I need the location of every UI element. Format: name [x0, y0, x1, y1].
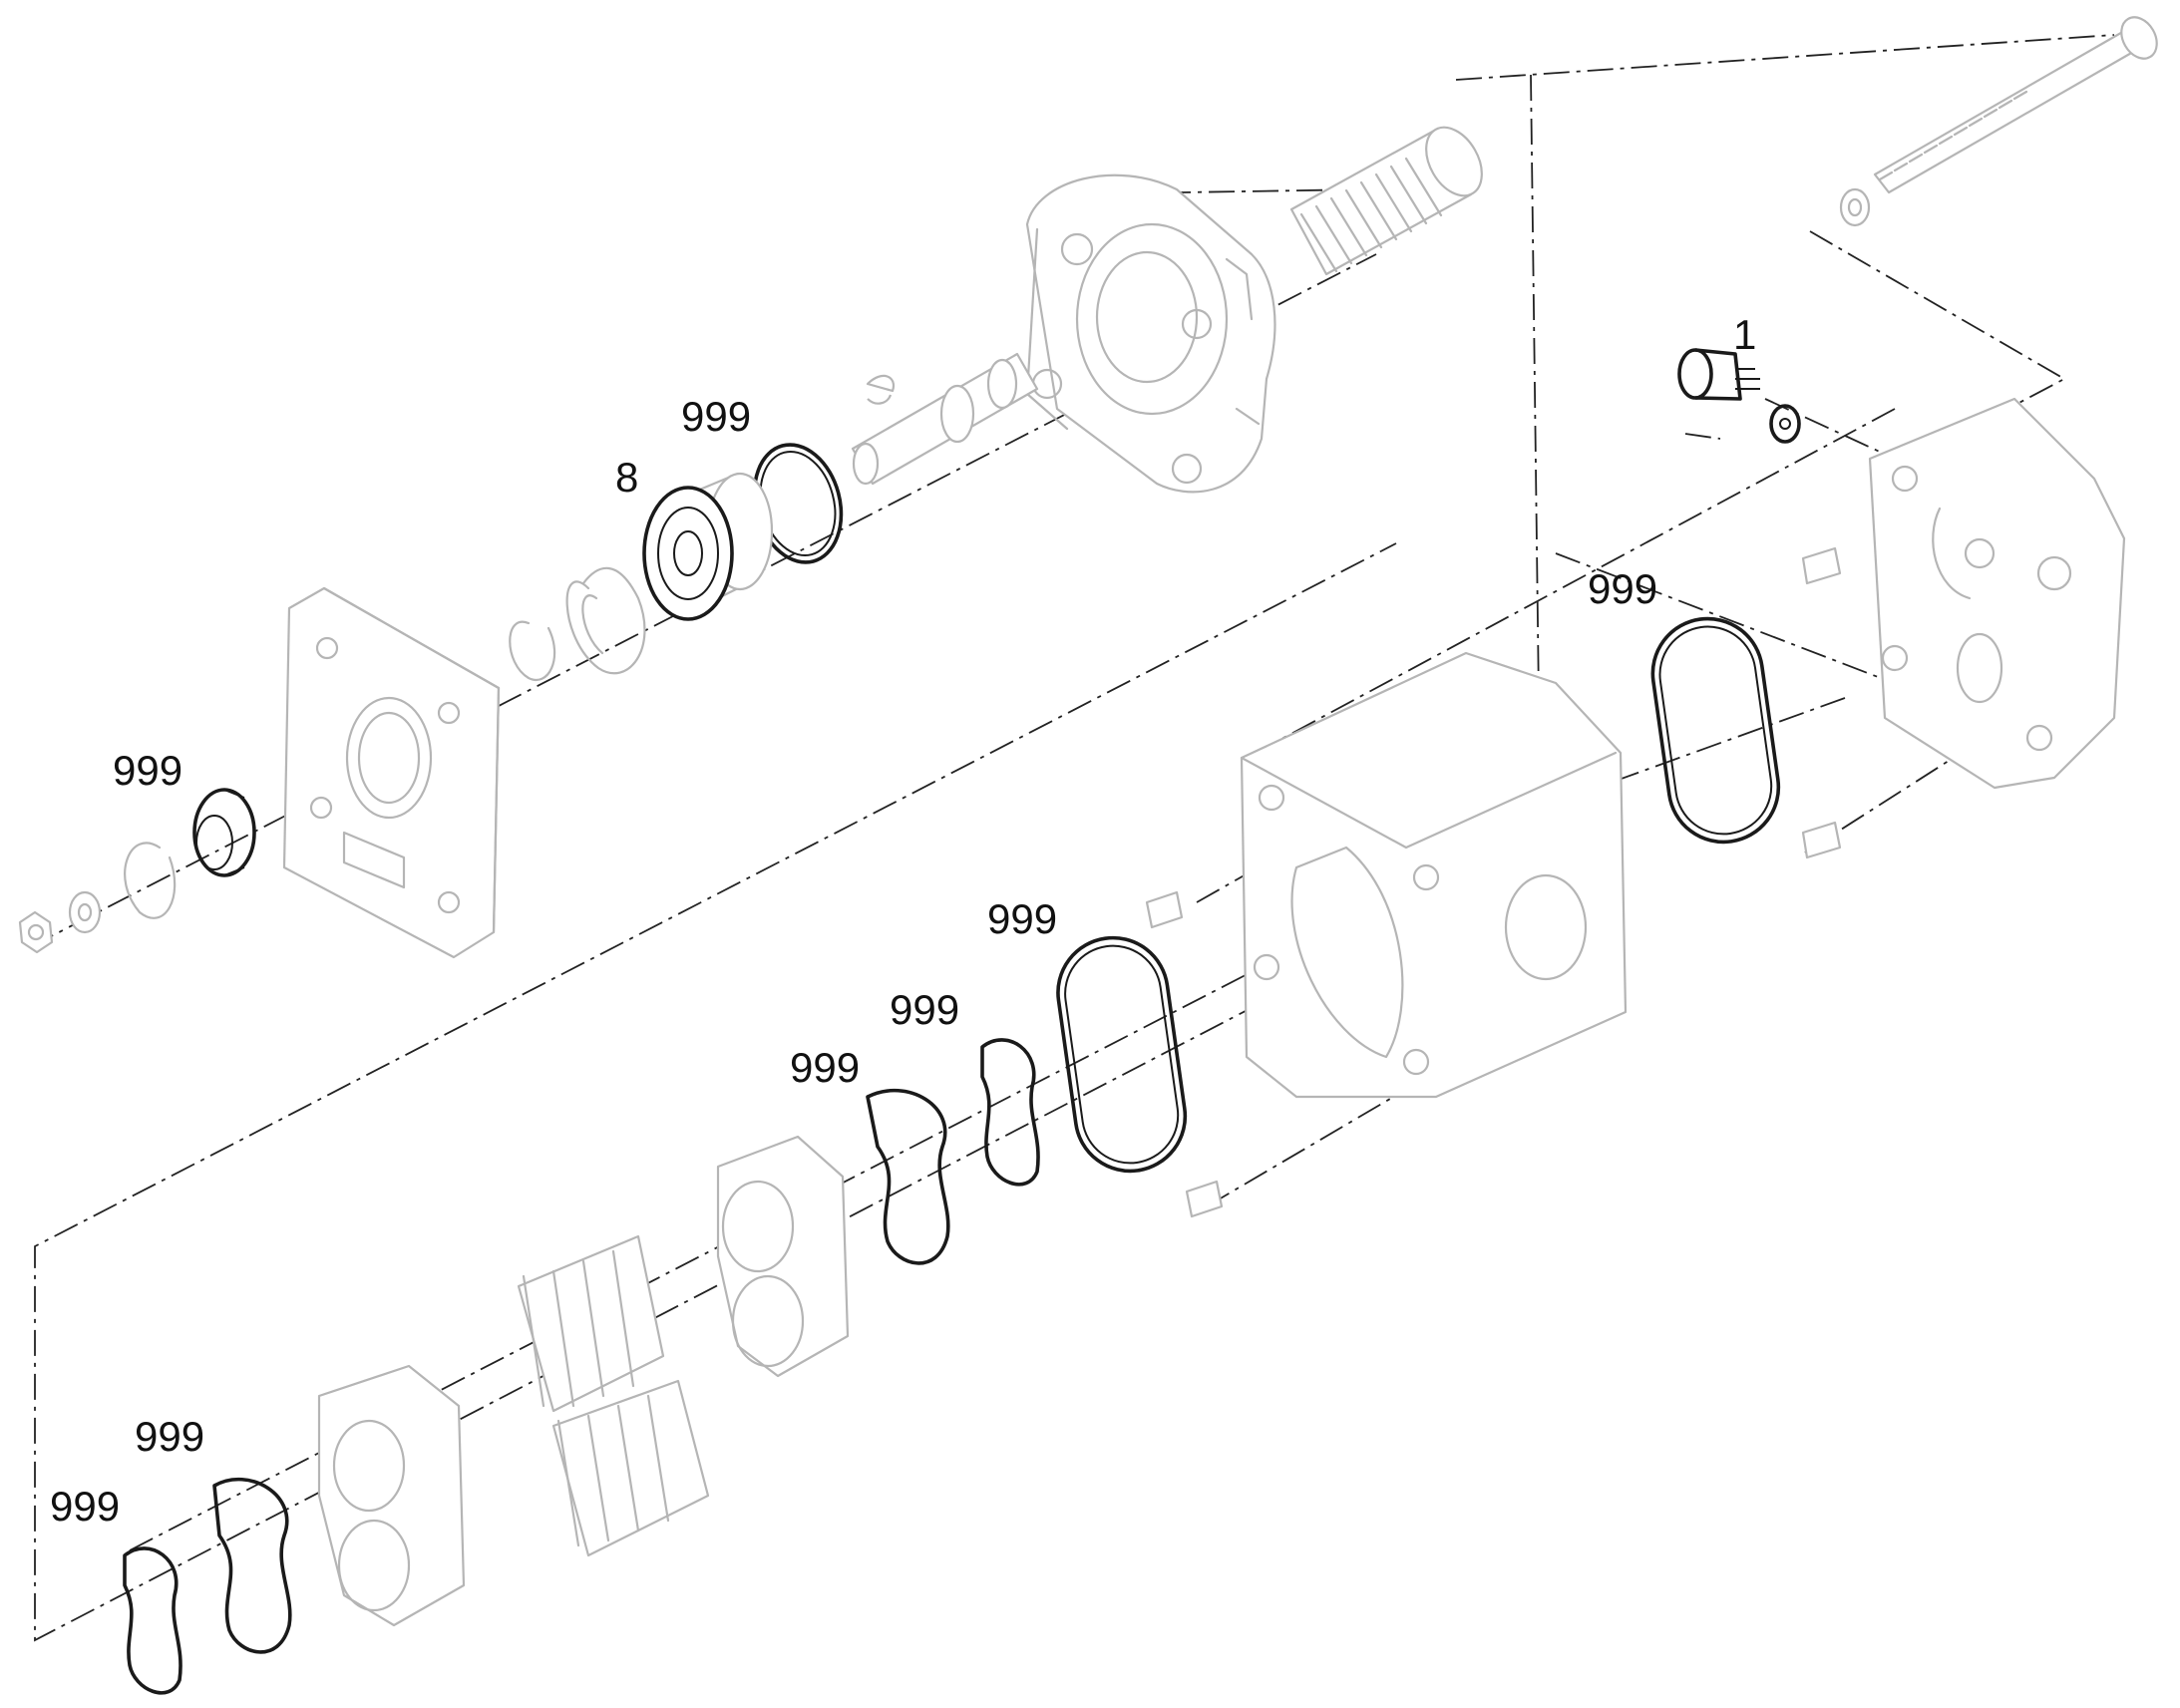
drive-gear [517, 1234, 665, 1413]
callout-1: 1 [1733, 311, 1756, 358]
washer-nut [68, 890, 102, 934]
callout-999-right-oring: 999 [1588, 565, 1657, 612]
dowel-pins-right [1801, 546, 1842, 859]
circlip [124, 842, 177, 919]
callout-999-body-oring: 999 [987, 895, 1057, 942]
callout-999-shaft-seal: 999 [113, 747, 182, 794]
shaft-seal [192, 788, 256, 877]
rear-cover [1868, 397, 2126, 790]
splined-shaft [1289, 126, 1483, 276]
callout-999-backup-seal-2: 999 [50, 1483, 120, 1530]
bearing-block-rear [317, 1364, 466, 1627]
callouts: 1 8 999 999 999 999 999 999 999 999 [50, 311, 1756, 1530]
mounting-flange-plate [282, 586, 501, 959]
oring-body [1056, 935, 1188, 1174]
backup-seal-1 [980, 1038, 1040, 1187]
ball-bearing [642, 472, 774, 621]
pump-body [1240, 651, 1628, 1099]
snap-ring-small [509, 620, 556, 681]
gasket-1 [866, 1088, 950, 1265]
backup-seal-2 [123, 1546, 182, 1695]
drive-shaft [851, 352, 1039, 486]
washer-small-top [1839, 187, 1871, 227]
front-flange-cover [1025, 173, 1276, 494]
bearing-block-front [716, 1135, 850, 1378]
bolt [1873, 16, 2158, 194]
callout-999-bearing-oring: 999 [681, 393, 751, 440]
oring-right [1650, 616, 1781, 845]
woodruff-key [866, 374, 896, 405]
gasket-2 [212, 1477, 292, 1654]
relief-valve [1677, 348, 1801, 444]
callout-8: 8 [615, 454, 638, 501]
callout-999-gasket-2: 999 [135, 1413, 204, 1460]
hex-nut [18, 910, 54, 954]
callout-999-backup-seal-1: 999 [890, 986, 959, 1033]
retaining-ring-large [565, 566, 646, 675]
dowel-pins-body [1145, 890, 1224, 1218]
driven-gear [551, 1379, 710, 1557]
callout-999-gasket-1: 999 [790, 1044, 860, 1091]
